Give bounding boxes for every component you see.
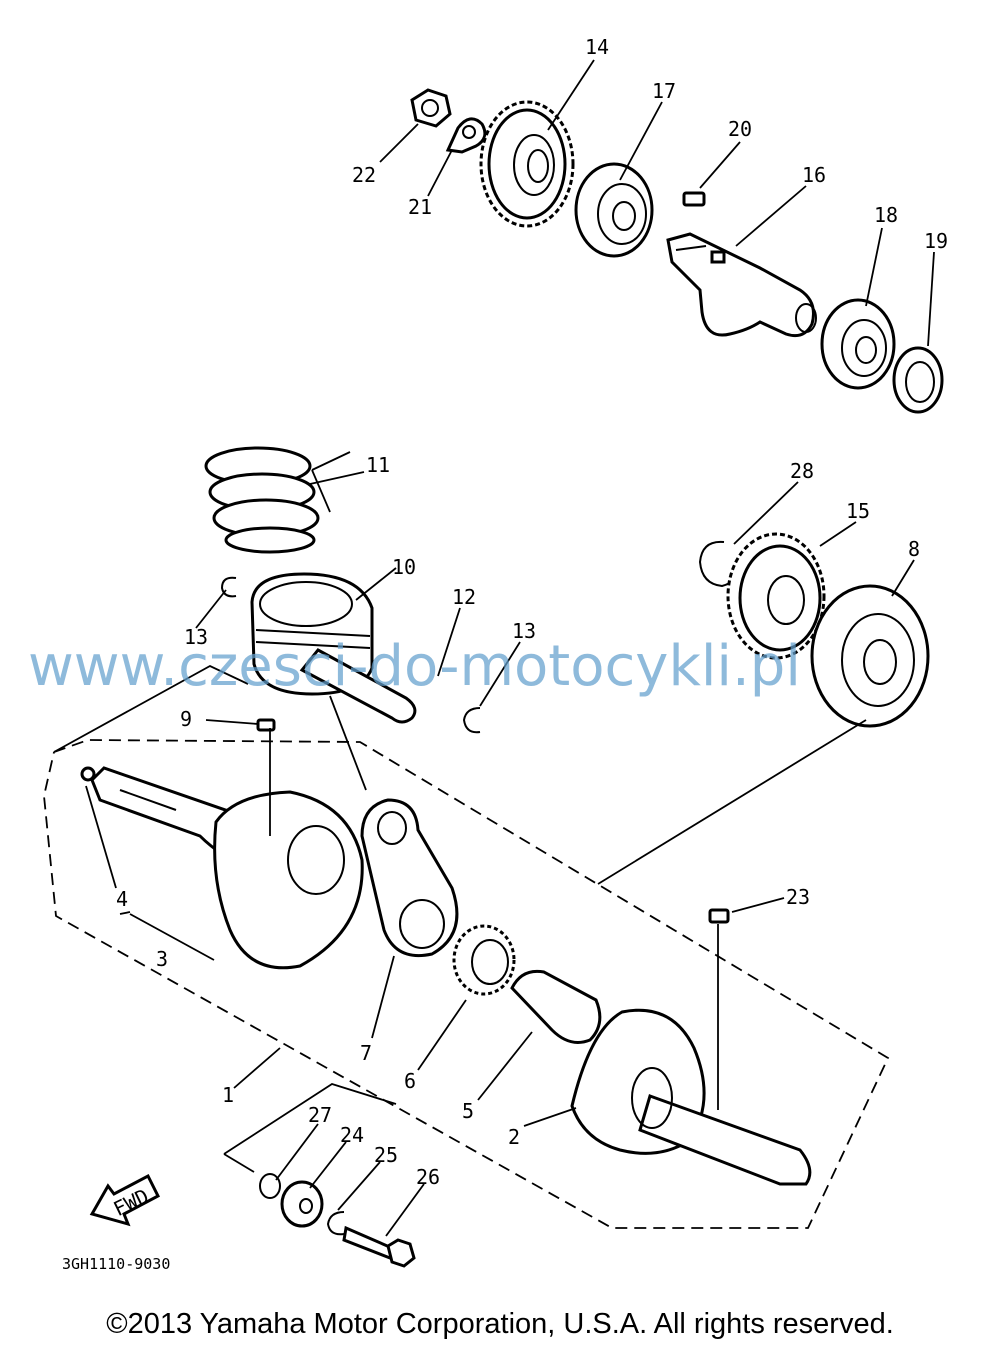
part-connecting-rod bbox=[360, 798, 459, 958]
label-part-1: 1 bbox=[222, 1083, 234, 1107]
label-part-19: 19 bbox=[924, 229, 948, 253]
part-bearing-right bbox=[820, 298, 896, 390]
part-key-left bbox=[256, 718, 276, 732]
label-part-26: 26 bbox=[416, 1165, 440, 1189]
label-part-23: 23 bbox=[786, 885, 810, 909]
part-balancer-shaft bbox=[666, 232, 817, 338]
part-crankshaft-left bbox=[80, 766, 364, 970]
part-bolt bbox=[342, 1225, 416, 1268]
part-crank-pin bbox=[510, 969, 602, 1044]
label-part-10: 10 bbox=[392, 555, 416, 579]
part-lock-washer bbox=[445, 117, 487, 154]
label-part-4: 4 bbox=[116, 887, 128, 911]
leader-lines bbox=[85, 59, 935, 1237]
outline-piston-group bbox=[53, 664, 249, 753]
label-part-11: 11 bbox=[366, 453, 390, 477]
part-key-right bbox=[708, 908, 730, 924]
part-primary-gear bbox=[726, 532, 826, 660]
outline-fastener-group bbox=[223, 1083, 397, 1155]
label-part-28: 28 bbox=[790, 459, 814, 483]
fwd-arrow: FWD bbox=[89, 1173, 160, 1227]
part-bearing-crank-right bbox=[810, 584, 930, 728]
label-part-25: 25 bbox=[374, 1143, 398, 1167]
label-part-9: 9 bbox=[180, 707, 192, 731]
label-part-2: 2 bbox=[508, 1125, 520, 1149]
label-part-13-right: 13 bbox=[512, 619, 536, 643]
label-part-13-left: 13 bbox=[184, 625, 208, 649]
label-part-27: 27 bbox=[308, 1103, 332, 1127]
part-needle-bearing bbox=[452, 924, 516, 996]
part-spring-washer bbox=[326, 1211, 345, 1236]
part-crankshaft-right bbox=[570, 1008, 812, 1186]
label-part-21: 21 bbox=[408, 195, 432, 219]
label-part-24: 24 bbox=[340, 1123, 364, 1147]
label-part-7: 7 bbox=[360, 1041, 372, 1065]
label-part-6: 6 bbox=[404, 1069, 416, 1093]
outline-crankshaft-assembly bbox=[43, 739, 890, 1229]
label-part-16: 16 bbox=[802, 163, 826, 187]
label-part-18: 18 bbox=[874, 203, 898, 227]
label-part-14: 15 bbox=[846, 499, 870, 523]
label-part-8: 8 bbox=[908, 537, 920, 561]
part-clip-right bbox=[462, 707, 481, 734]
part-oil-seal bbox=[892, 346, 944, 414]
part-piston-rings bbox=[204, 446, 320, 554]
part-labels: 14 17 20 16 18 19 22 21 11 10 12 13 13 2… bbox=[116, 35, 948, 1189]
diagram-code: 3GH1110-9030 bbox=[62, 1255, 171, 1273]
part-key-upper bbox=[682, 191, 706, 207]
copyright-notice: ©2013 Yamaha Motor Corporation, U.S.A. A… bbox=[106, 1308, 894, 1340]
label-part-15: 14 bbox=[585, 35, 609, 59]
part-nut bbox=[410, 88, 452, 128]
part-o-ring bbox=[259, 1173, 281, 1199]
label-part-12: 12 bbox=[452, 585, 476, 609]
label-part-22: 22 bbox=[352, 163, 376, 187]
part-plate-washer bbox=[280, 1180, 324, 1228]
label-part-5: 5 bbox=[462, 1099, 474, 1123]
label-part-20: 20 bbox=[728, 117, 752, 141]
part-bearing-upper bbox=[574, 162, 654, 258]
part-balancer-drive-gear bbox=[479, 100, 575, 228]
outline-bearing-group bbox=[597, 719, 867, 885]
outline-crankshaft-left bbox=[129, 913, 215, 961]
part-clip-left bbox=[220, 576, 237, 598]
label-part-3: 3 bbox=[156, 947, 168, 971]
label-part-17: 17 bbox=[652, 79, 676, 103]
outline-fastener-group-lower bbox=[223, 1153, 255, 1173]
part-piston-pin bbox=[299, 648, 417, 724]
